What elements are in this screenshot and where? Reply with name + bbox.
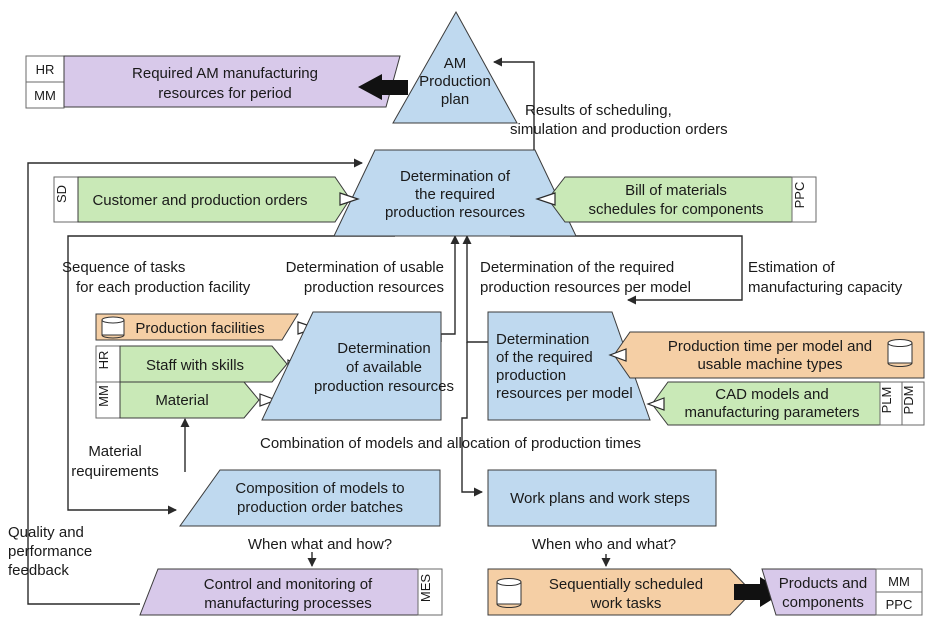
determination-required-resources: Determination of the required production… <box>333 149 577 237</box>
quality-label-3: feedback <box>8 562 69 579</box>
mm-tag: MM <box>34 88 56 103</box>
hr-tag-staff: HR <box>96 351 111 370</box>
work-plans-box: Work plans and work steps <box>487 469 717 527</box>
estimation-label-2: manufacturing capacity <box>748 279 903 296</box>
svg-text:manufacturing processes: manufacturing processes <box>204 595 372 612</box>
customer-arrow <box>339 192 360 206</box>
mm-tag-material: MM <box>96 385 111 407</box>
per-model-label-1: Determination of the required <box>480 259 674 276</box>
svg-text:Production time per model and: Production time per model and <box>668 338 872 355</box>
products-components-box: Products and components MM PPC <box>761 568 923 616</box>
hr-tag: HR <box>36 62 55 77</box>
results-label-2: simulation and production orders <box>510 121 728 138</box>
sequential-tasks-box: Sequentially scheduled work tasks <box>487 568 753 616</box>
svg-text:the required: the required <box>415 186 495 203</box>
per-model-label-2: production resources per model <box>480 279 691 296</box>
bill-of-materials-box: PPC Bill of materials schedules for comp… <box>547 176 817 223</box>
svg-text:Control and monitoring of: Control and monitoring of <box>204 576 373 593</box>
composition-box: Composition of models to production orde… <box>179 469 441 527</box>
plm-tag: PLM <box>879 387 894 414</box>
svg-text:production resources: production resources <box>314 378 454 395</box>
required-resources-line-1: Required AM manufacturing <box>132 65 318 82</box>
control-monitoring-box: Control and monitoring of manufacturing … <box>139 568 443 616</box>
svg-text:Bill of materials: Bill of materials <box>625 182 727 199</box>
production-time-box: Production time per model and usable mac… <box>613 331 925 379</box>
svg-text:Determination: Determination <box>496 331 589 348</box>
estimation-label-1: Estimation of <box>748 259 836 276</box>
usable-label-1: Determination of usable <box>286 259 444 276</box>
sd-tag: SD <box>54 185 69 203</box>
svg-text:components: components <box>782 594 864 611</box>
mm-tag-products: MM <box>888 574 910 589</box>
svg-text:work tasks: work tasks <box>590 595 662 612</box>
production-time-arrow <box>608 348 627 362</box>
svg-text:schedules for components: schedules for components <box>588 201 763 218</box>
determination-available-resources: Determination of available production re… <box>261 311 454 421</box>
required-resources-line-2: resources for period <box>158 85 291 102</box>
results-label-1: Results of scheduling, <box>525 102 672 119</box>
staff-with-skills-box: HR Staff with skills <box>95 345 288 383</box>
combination-label: Combination of models and allocation of … <box>260 435 641 452</box>
svg-text:Determination: Determination <box>337 340 430 357</box>
database-icon <box>101 316 125 339</box>
svg-text:Composition of models to: Composition of models to <box>235 480 404 497</box>
material-arrow <box>259 393 278 407</box>
database-icon <box>496 578 522 608</box>
svg-text:Material: Material <box>155 392 208 409</box>
mes-tag: MES <box>418 574 433 603</box>
svg-text:usable machine types: usable machine types <box>697 356 842 373</box>
am-production-plan: AM Production plan <box>392 10 518 124</box>
svg-text:Production facilities: Production facilities <box>135 320 264 337</box>
svg-text:production resources: production resources <box>385 204 525 221</box>
usable-label-2: production resources <box>304 279 444 296</box>
quality-label-2: performance <box>8 543 92 560</box>
bom-arrow <box>535 192 556 206</box>
sequence-label-1: Sequence of tasks <box>62 259 185 276</box>
svg-text:of the required: of the required <box>496 349 593 366</box>
quality-label-1: Quality and <box>8 524 84 541</box>
svg-text:production order batches: production order batches <box>237 499 403 516</box>
svg-text:Determination of: Determination of <box>400 168 511 185</box>
cad-arrow <box>646 397 665 411</box>
customer-orders-box: SD Customer and production orders <box>53 176 351 223</box>
svg-text:plan: plan <box>441 91 469 108</box>
svg-text:AM: AM <box>444 55 467 72</box>
material-req-label-2: requirements <box>71 463 159 480</box>
when-who-label: When who and what? <box>532 536 676 553</box>
required-resources-box: HR MM Required AM manufacturing resource… <box>25 55 401 109</box>
ppc-tag-products: PPC <box>886 597 913 612</box>
svg-text:resources per model: resources per model <box>496 385 633 402</box>
output-arrow <box>358 74 408 100</box>
svg-text:manufacturing parameters: manufacturing parameters <box>684 404 859 421</box>
svg-text:CAD models and: CAD models and <box>715 386 828 403</box>
material-req-label-1: Material <box>88 443 141 460</box>
svg-text:of available: of available <box>346 359 422 376</box>
pdm-tag: PDM <box>901 386 916 415</box>
svg-text:Work plans and work steps: Work plans and work steps <box>510 490 690 507</box>
material-box: MM Material <box>95 381 260 419</box>
svg-text:production: production <box>496 367 566 384</box>
svg-text:Production: Production <box>419 73 491 90</box>
svg-text:Sequentially scheduled: Sequentially scheduled <box>549 576 703 593</box>
svg-text:Products and: Products and <box>779 575 867 592</box>
ppc-tag: PPC <box>792 182 807 209</box>
svg-text:Staff with skills: Staff with skills <box>146 357 244 374</box>
svg-text:Customer and production orders: Customer and production orders <box>92 192 307 209</box>
sequence-label-2: for each production facility <box>76 279 251 296</box>
database-icon <box>887 339 913 367</box>
connector-lines <box>27 57 743 605</box>
cad-models-box: CAD models and manufacturing parameters … <box>651 381 925 426</box>
when-what-label: When what and how? <box>248 536 392 553</box>
production-facilities-box: Production facilities <box>95 313 299 341</box>
determination-per-model: Determination of the required production… <box>487 311 651 421</box>
